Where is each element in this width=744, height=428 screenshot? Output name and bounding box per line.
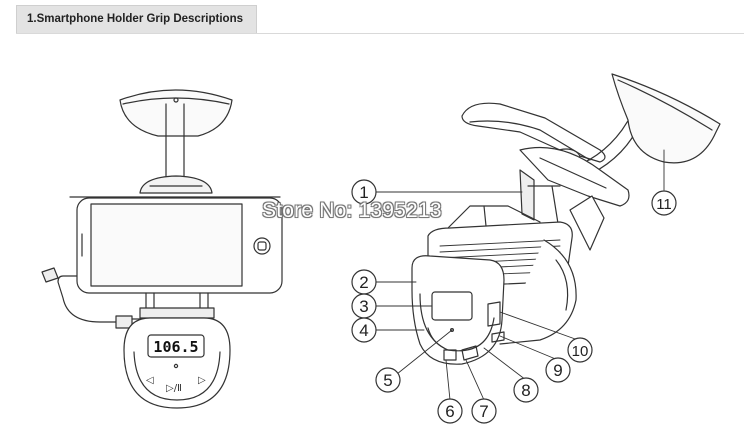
callout-leaders xyxy=(375,149,665,401)
callout-9 xyxy=(545,357,571,383)
callout-number-11: 11 xyxy=(656,196,672,213)
suction-cup-icon xyxy=(119,89,233,179)
callout-number-6: 6 xyxy=(445,402,454,421)
audio-jack-icon xyxy=(41,267,145,329)
callout-number-7: 7 xyxy=(479,402,488,421)
suction-cup-icon xyxy=(611,73,721,164)
section-title: 1.Smartphone Holder Grip Descriptions xyxy=(16,5,257,34)
callout-number-1: 1 xyxy=(359,183,368,202)
callout-number-5: 5 xyxy=(383,371,392,390)
callout-number-10: 10 xyxy=(572,343,589,360)
callout-6 xyxy=(437,398,463,424)
callout-number-9: 9 xyxy=(553,361,562,380)
lcd-frequency-display: 106.5 xyxy=(153,338,198,356)
phone-icon xyxy=(76,197,283,294)
fm-transmitter-icon: 106.5 ◁ ▷/Ⅱ ▷ xyxy=(123,317,231,409)
front-view: 106.5 ◁ ▷/Ⅱ ▷ xyxy=(41,89,283,409)
callout-11 xyxy=(651,190,677,216)
store-watermark: Store No: 1395213 xyxy=(262,199,442,222)
callout-1 xyxy=(351,179,377,205)
fm-transmitter-icon xyxy=(411,255,505,365)
callout-8 xyxy=(513,377,539,403)
callout-number-2: 2 xyxy=(359,273,368,292)
perspective-view xyxy=(411,73,721,365)
next-button: ▷ xyxy=(198,375,206,386)
callout-10 xyxy=(567,337,593,363)
play-pause-button: ▷/Ⅱ xyxy=(166,383,182,394)
prev-button: ◁ xyxy=(146,375,154,386)
callout-number-4: 4 xyxy=(359,321,368,340)
callout-number-8: 8 xyxy=(521,381,530,400)
callout-5 xyxy=(375,367,401,393)
callout-numbers: 1 2 3 4 5 6 7 8 9 10 11 xyxy=(359,183,672,421)
callout-number-3: 3 xyxy=(359,297,368,316)
callout-7 xyxy=(471,398,497,424)
callout-4 xyxy=(351,317,377,343)
callouts xyxy=(351,179,677,424)
section-divider xyxy=(16,33,744,34)
